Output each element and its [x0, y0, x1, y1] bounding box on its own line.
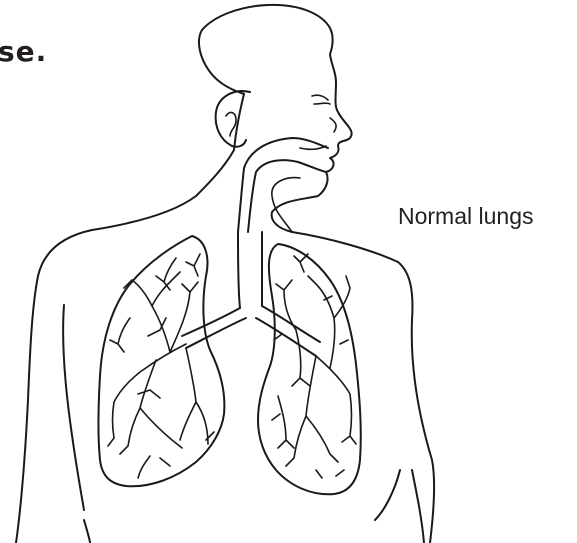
face-features	[300, 95, 336, 149]
right-lung	[258, 244, 361, 494]
ear	[216, 91, 250, 147]
left-lung	[99, 236, 225, 486]
body-outline	[16, 5, 434, 543]
